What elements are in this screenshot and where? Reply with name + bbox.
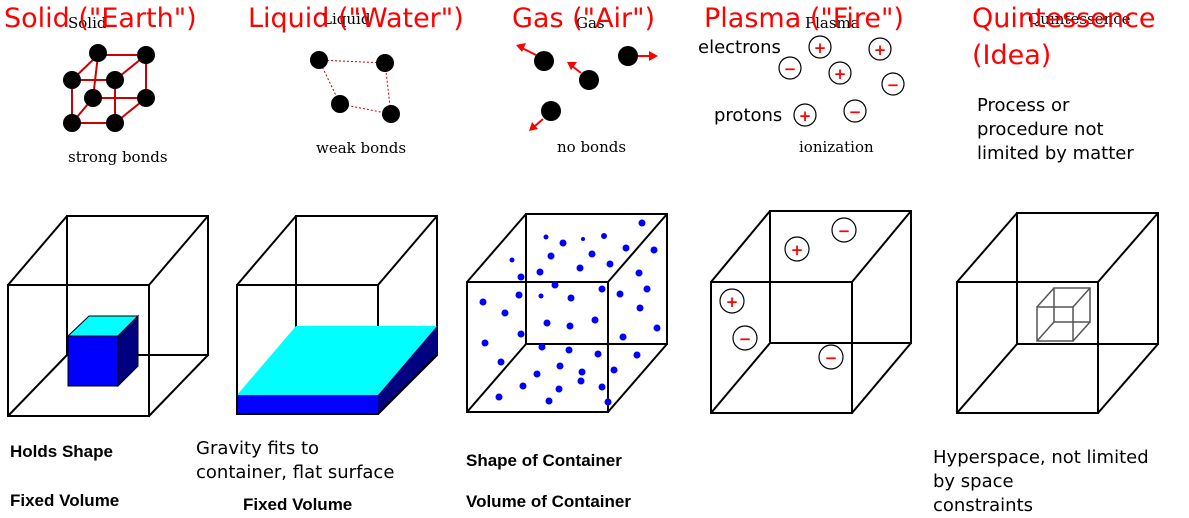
box-ion-minus-1: − bbox=[838, 222, 851, 240]
gas-sketch-title: Gas bbox=[576, 14, 605, 32]
quintessence-note-line-2: procedure not bbox=[977, 119, 1104, 140]
plasma-column: Plasma electrons protons + + − + − − + i… bbox=[698, 14, 912, 414]
liquid-gravity-text-line-2: container, flat surface bbox=[196, 462, 394, 483]
quintessence-column: Quintessence Process or procedure not li… bbox=[933, 10, 1159, 516]
ion-plus-1: + bbox=[814, 39, 827, 57]
quintessence-heading-line-1: Quintessence bbox=[972, 3, 1156, 34]
ion-plus-4: + bbox=[799, 107, 812, 125]
liquid-gravity-text-line-1: Gravity fits to bbox=[196, 438, 319, 459]
solid-block bbox=[66, 314, 140, 388]
solid-heading: Solid ("Earth") bbox=[4, 3, 197, 34]
solid-volume-text: Fixed Volume bbox=[10, 491, 119, 510]
gas-volume-text: Volume of Container bbox=[466, 492, 631, 511]
liquid-sketch-caption: weak bonds bbox=[316, 139, 406, 157]
box-ion-minus-3: − bbox=[825, 349, 838, 367]
ion-minus-1: − bbox=[784, 60, 797, 78]
plasma-container-ions: − + + − − bbox=[719, 217, 857, 370]
liquid-heading: Liquid ("Water") bbox=[248, 3, 464, 34]
liquid-molecules bbox=[310, 51, 400, 123]
gas-heading: Gas ("Air") bbox=[512, 3, 655, 34]
quintessence-note-line-3: limited by matter bbox=[977, 143, 1134, 164]
quintessence-note-line-1: Process or bbox=[977, 95, 1070, 116]
ion-plus-2: + bbox=[874, 41, 887, 59]
ion-minus-2: − bbox=[887, 76, 900, 94]
gas-container-cube bbox=[466, 213, 668, 413]
quintessence-desc-line-3: constraints bbox=[933, 495, 1033, 516]
box-ion-minus-2: − bbox=[739, 330, 752, 348]
solid-sketch-title: Solid bbox=[68, 14, 107, 32]
quintessence-container-cube bbox=[956, 212, 1159, 414]
headings: Solid ("Earth") Liquid ("Water") Gas ("A… bbox=[4, 3, 1156, 71]
gas-sketch-caption: no bonds bbox=[557, 138, 626, 156]
solid-shape-text: Holds Shape bbox=[10, 442, 113, 461]
liquid-column: Liquid weak bonds Gravity fits to contai… bbox=[196, 10, 438, 514]
quintessence-desc-line-1: Hyperspace, not limited bbox=[933, 447, 1149, 468]
gas-particles bbox=[479, 219, 661, 406]
plasma-sketch-title: Plasma bbox=[805, 14, 860, 32]
box-ion-plus-2: + bbox=[726, 293, 739, 311]
solid-lattice bbox=[63, 44, 155, 132]
plasma-container-cube bbox=[710, 210, 912, 414]
quintessence-desc-line-2: by space bbox=[933, 471, 1014, 492]
protons-label: protons bbox=[714, 105, 782, 126]
plasma-heading: Plasma ("Fire") bbox=[704, 3, 904, 34]
gas-column: Gas no bonds bbox=[466, 14, 668, 511]
hyperspace-inner-cube bbox=[1036, 287, 1091, 342]
gas-shape-text: Shape of Container bbox=[466, 451, 622, 470]
liquid-volume-text: Fixed Volume bbox=[243, 495, 352, 514]
plasma-ions: + + − + − − + bbox=[778, 35, 905, 127]
liquid-sketch-title: Liquid bbox=[322, 10, 371, 28]
ion-plus-3: + bbox=[834, 65, 847, 83]
gas-molecules bbox=[516, 43, 658, 131]
electrons-label: electrons bbox=[698, 37, 781, 58]
ion-minus-3: − bbox=[849, 103, 862, 121]
box-ion-plus-1: + bbox=[791, 241, 804, 259]
liquid-water bbox=[236, 285, 438, 415]
plasma-sketch-caption: ionization bbox=[799, 138, 874, 156]
solid-sketch-caption: strong bonds bbox=[68, 148, 168, 166]
solid-container-cube bbox=[7, 215, 209, 417]
solid-column: Solid strong bonds bbox=[7, 14, 209, 510]
quintessence-sketch-title: Quintessence bbox=[1028, 10, 1131, 28]
quintessence-heading-line-2: (Idea) bbox=[972, 40, 1051, 71]
